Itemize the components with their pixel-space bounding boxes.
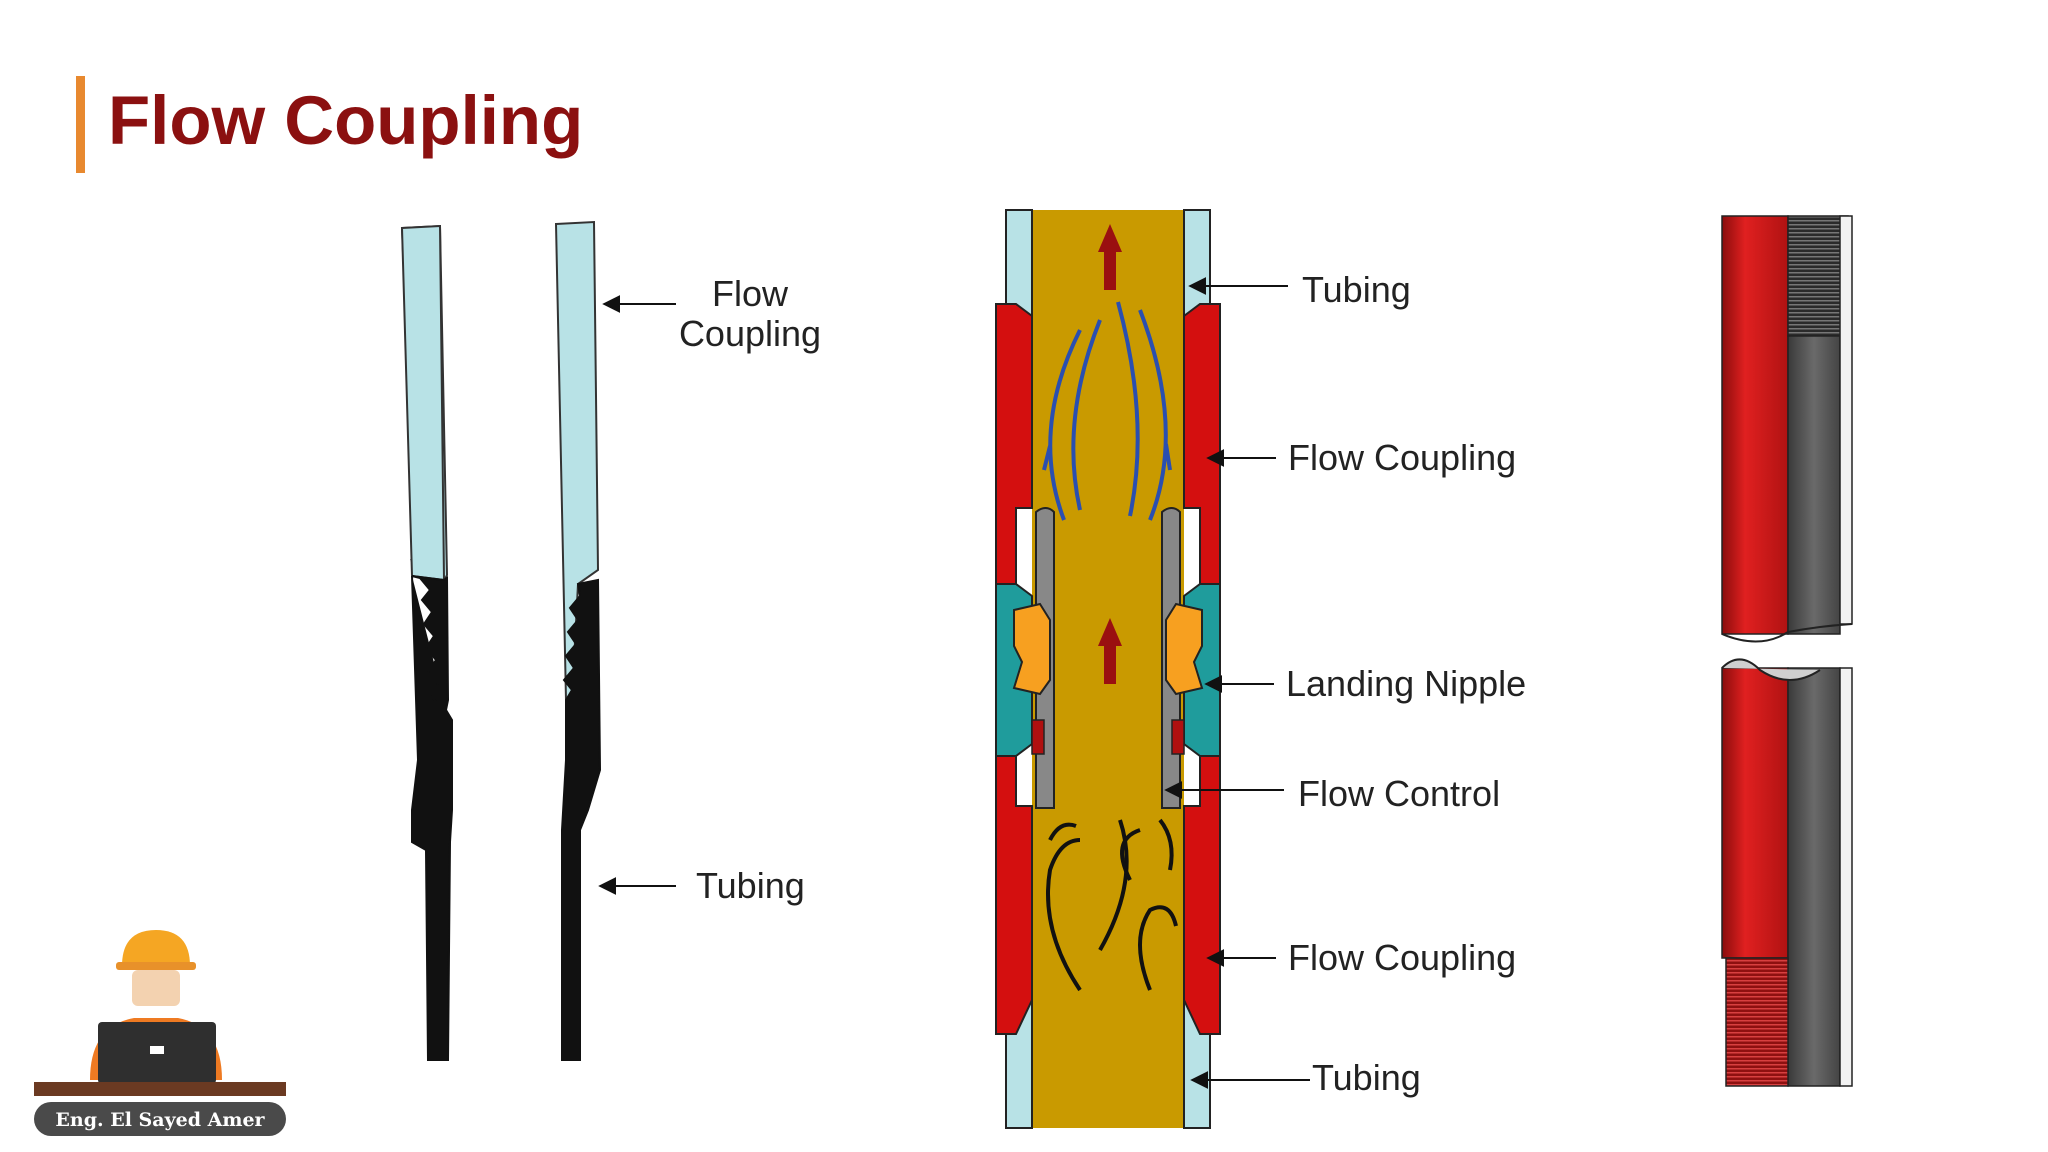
title-accent-bar: [76, 76, 85, 173]
left-tubing-wall-right: [561, 578, 602, 1061]
center-label-flow-coupling-upper: Flow Coupling: [1288, 437, 1516, 478]
upper-coupling-threads: [1787, 215, 1849, 337]
left-label-flow-coupling-1: Flow: [712, 273, 789, 314]
blue-flow-streamlines: [1042, 301, 1172, 521]
center-label-flow-control: Flow Control: [1298, 773, 1500, 814]
upper-flow-coupling-right: [1183, 303, 1221, 585]
lower-coupling-grey-bore: [1787, 667, 1841, 1087]
left-label-flow-coupling-2: Coupling: [679, 313, 821, 354]
hard-hat-icon: [122, 930, 190, 966]
left-tubing-wall-left: [411, 575, 453, 1061]
center-label-tubing-top: Tubing: [1302, 269, 1411, 310]
seal-right: [1171, 719, 1185, 755]
right-coupling-render: [1721, 215, 1853, 1087]
upper-coupling-grey-bore: [1787, 335, 1841, 635]
upper-flow-coupling-left: [995, 303, 1033, 585]
lower-flow-coupling-right: [1183, 755, 1221, 1035]
desk: [34, 1082, 286, 1096]
center-cross-section-diagram: Tubing Flow Coupling Landing Nipple Flow…: [995, 209, 1526, 1129]
upper-coupling-edge: [1839, 215, 1853, 625]
presenter-badge: Eng. El Sayed Amer: [34, 930, 286, 1136]
upper-coupling-red-body: [1721, 215, 1789, 635]
flow-up-arrow-top-icon: [1098, 224, 1122, 290]
lower-coupling-edge: [1839, 667, 1853, 1087]
slide-title: Flow Coupling: [108, 82, 584, 159]
lock-key-right: [1165, 602, 1204, 696]
presenter-name: Eng. El Sayed Amer: [55, 1109, 265, 1131]
flow-up-arrow-mid-icon: [1098, 618, 1122, 684]
lower-coupling-pin-threads: [1725, 957, 1789, 1087]
lock-key-left: [1012, 602, 1051, 696]
left-label-tubing: Tubing: [696, 865, 805, 906]
lower-coupling-red-body: [1721, 667, 1789, 959]
engineer-face: [132, 970, 180, 1006]
left-coupling-diagram: Flow Coupling Tubing: [400, 220, 821, 1061]
seal-left: [1031, 719, 1045, 755]
center-label-tubing-bottom: Tubing: [1312, 1057, 1421, 1098]
center-label-flow-coupling-lower: Flow Coupling: [1288, 937, 1516, 978]
black-turbulence-arrows: [1046, 818, 1178, 992]
center-label-landing-nipple: Landing Nipple: [1286, 663, 1526, 704]
presenter-name-tag: [34, 1102, 286, 1136]
lower-flow-coupling-left: [995, 755, 1033, 1035]
